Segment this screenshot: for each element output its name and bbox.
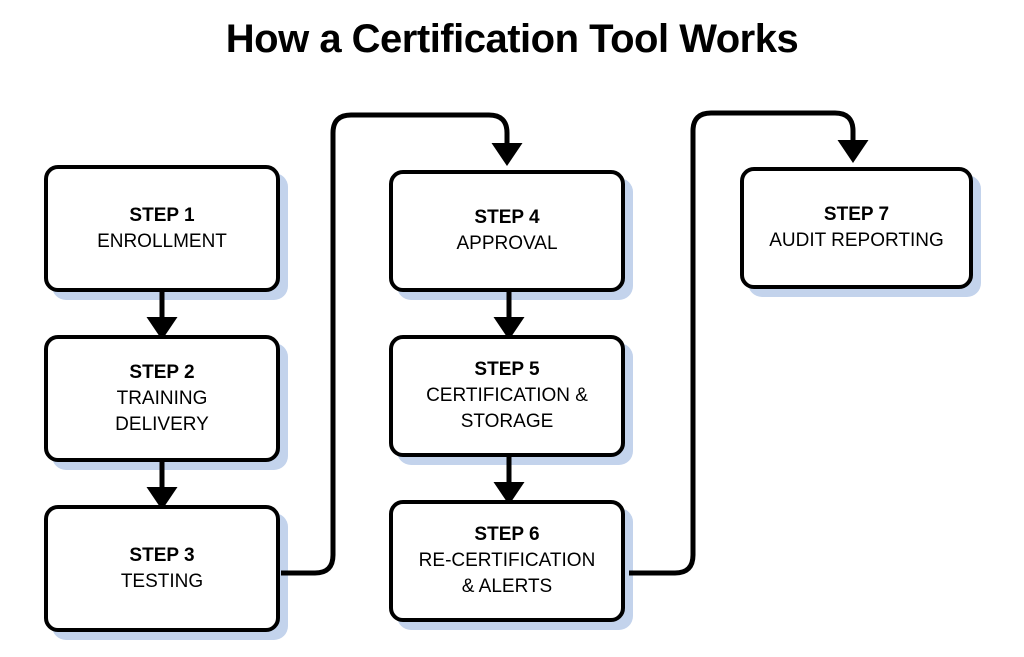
- node-step-2-step: STEP 2: [129, 361, 195, 383]
- node-step-4-label: APPROVAL: [456, 233, 558, 254]
- node-step-5-label-line-1: CERTIFICATION &: [426, 385, 588, 406]
- node-step-4[interactable]: STEP 4 APPROVAL: [389, 170, 625, 292]
- node-step-3[interactable]: STEP 3 TESTING: [44, 505, 280, 632]
- node-step-5-label-line-2: STORAGE: [460, 411, 554, 432]
- node-step-6[interactable]: STEP 6 RE-CERTIFICATION & ALERTS: [389, 500, 625, 622]
- node-step-2-label-line-2: DELIVERY: [115, 413, 209, 435]
- node-step-3-step: STEP 3: [129, 544, 195, 566]
- node-step-6-label-line-1: RE-CERTIFICATION: [418, 550, 596, 571]
- node-step-5-step: STEP 5: [474, 359, 540, 380]
- node-step-6-step: STEP 6: [474, 524, 540, 545]
- node-step-7[interactable]: STEP 7 AUDIT REPORTING: [740, 167, 973, 289]
- node-step-1[interactable]: STEP 1 ENROLLMENT: [44, 165, 280, 292]
- node-step-2-label-line-1: TRAINING: [116, 387, 208, 409]
- node-step-1-label: ENROLLMENT: [97, 230, 227, 252]
- page-title: How a Certification Tool Works: [225, 17, 799, 61]
- node-step-5[interactable]: STEP 5 CERTIFICATION & STORAGE: [389, 335, 625, 457]
- node-step-4-step: STEP 4: [474, 207, 540, 228]
- node-step-3-label: TESTING: [120, 570, 204, 592]
- node-step-7-step: STEP 7: [823, 204, 890, 225]
- node-step-2[interactable]: STEP 2 TRAINING DELIVERY: [44, 335, 280, 462]
- node-step-7-label: AUDIT REPORTING: [769, 230, 944, 251]
- node-step-1-step: STEP 1: [129, 204, 195, 226]
- node-step-6-label-line-2: & ALERTS: [461, 576, 553, 597]
